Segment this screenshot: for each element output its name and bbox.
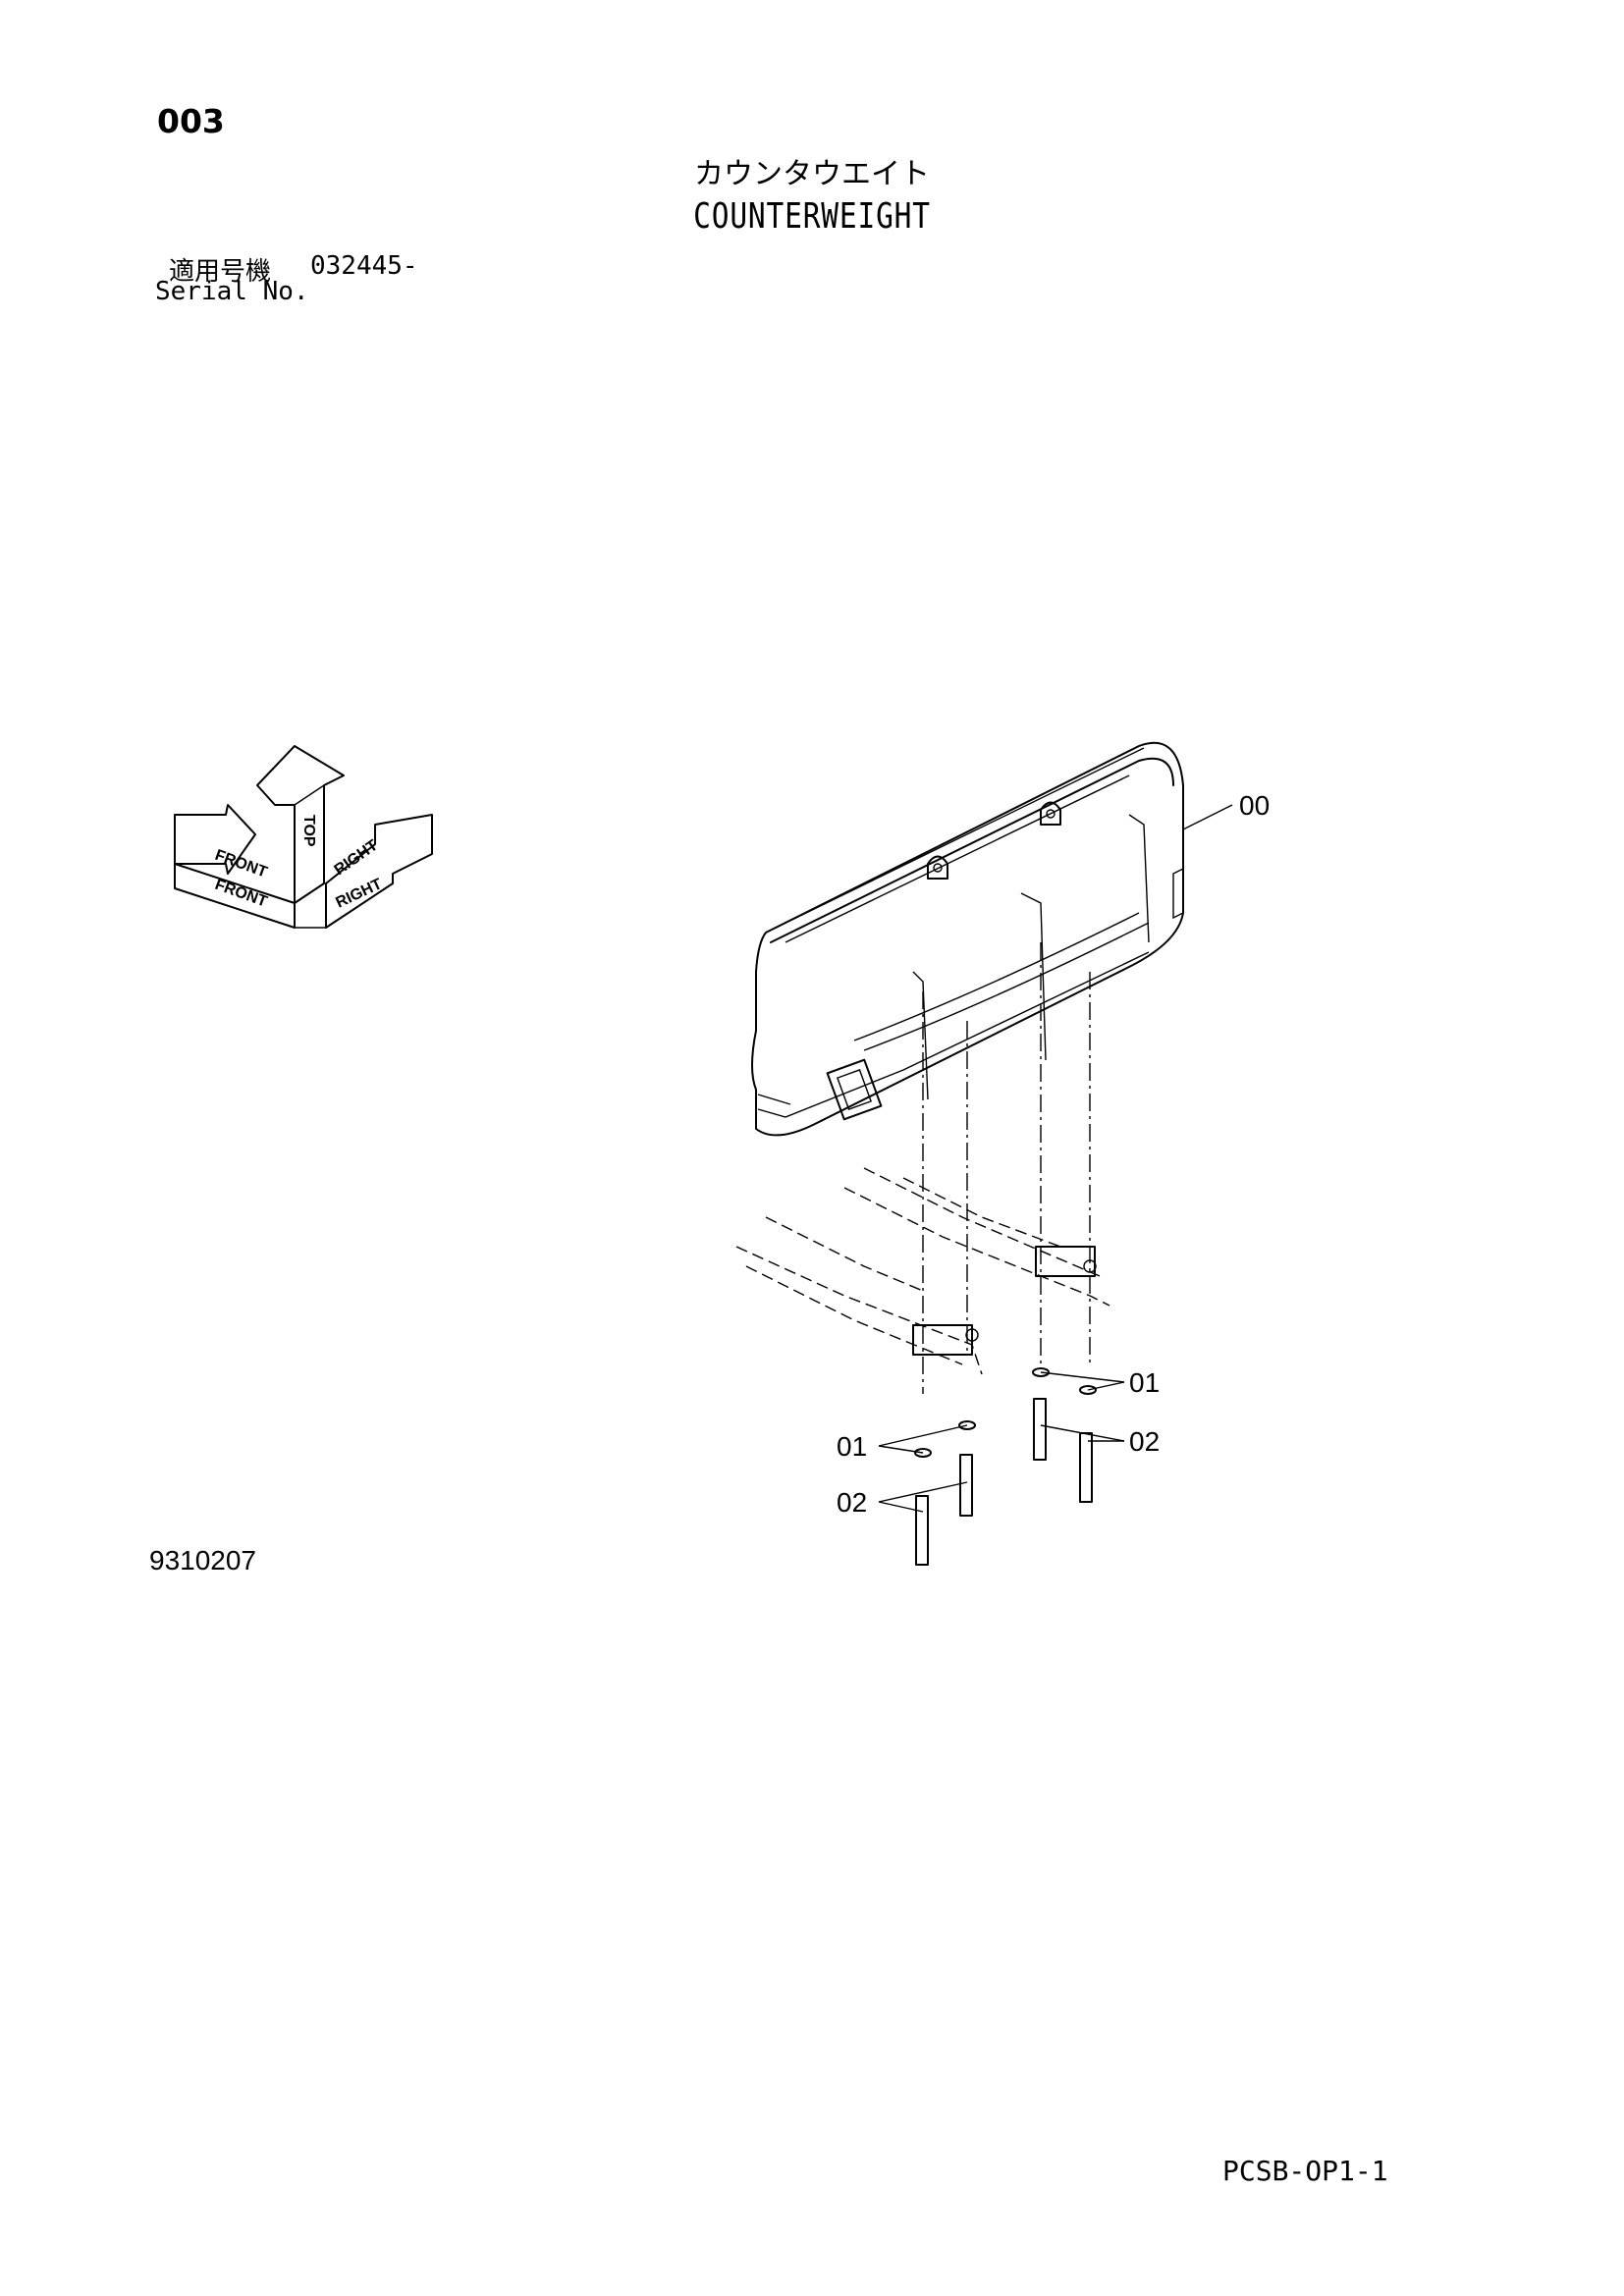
serial-number-value: 032445- (310, 251, 418, 281)
callout-leaders (878, 804, 1233, 1513)
drawing-number: 9310207 (149, 1545, 257, 1575)
callout-02-right: 02 (1129, 1426, 1160, 1457)
callout-00: 00 (1239, 790, 1270, 821)
orientation-indicator-icon: FRONT FRONT TOP RIGHT RIGHT (174, 745, 433, 929)
page-number: 003 (157, 102, 225, 140)
callout-01-left: 01 (837, 1431, 867, 1462)
callout-01-right: 01 (1129, 1367, 1160, 1398)
counterweight-part (751, 741, 1184, 1394)
direction-label-top: TOP (300, 815, 317, 847)
direction-label-front-side: FRONT (213, 877, 270, 911)
machine-frame-outline (735, 1167, 1110, 1375)
page-title-japanese: カウンタウエイト (694, 157, 930, 191)
serial-label: Serial No. (155, 277, 309, 306)
direction-label-front: FRONT (213, 847, 270, 881)
direction-label-right: RIGHT (332, 837, 382, 880)
callout-02-left: 02 (837, 1487, 867, 1518)
page-title: COUNTERWEIGHT (693, 196, 931, 237)
serial-label-japanese: 適用号機 (169, 257, 272, 287)
washers-and-bolts (914, 1367, 1097, 1566)
page-code: PCSB-OP1-1 (1222, 2155, 1388, 2187)
